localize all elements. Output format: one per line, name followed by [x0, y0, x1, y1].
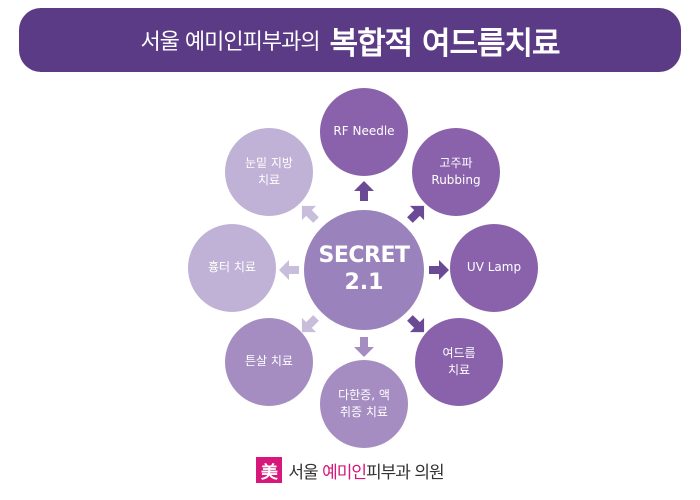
arrow-left-icon — [279, 260, 299, 280]
node-rf-needle-label: RF Needle — [333, 124, 395, 139]
clinic-name-part2: 예미인 — [322, 462, 367, 483]
arrow-right-icon — [429, 260, 449, 280]
node-acne: 여드름 치료 — [415, 318, 503, 406]
arrow-down-right-icon — [407, 315, 425, 333]
arrow-down-icon — [354, 337, 374, 357]
node-acne-label: 여드름 치료 — [442, 345, 476, 377]
node-hyperhidrosis-label: 다한증, 액 취증 치료 — [338, 387, 390, 419]
arrow-down-left-icon — [301, 315, 319, 333]
node-eye-fat: 눈밑 지방 치료 — [225, 128, 313, 216]
node-scar-label: 흉터 치료 — [208, 260, 256, 275]
node-scar: 흉터 치료 — [188, 224, 276, 312]
brand-logo-char: 美 — [260, 462, 278, 483]
node-hyperhidrosis: 다한증, 액 취증 치료 — [320, 360, 408, 448]
title-prefix: 서울 예미인피부과의 — [140, 30, 320, 55]
node-cracked-skin-label: 튼살 치료 — [245, 354, 293, 369]
title-banner: 서울 예미인피부과의 복합적 여드름치료 — [19, 8, 681, 72]
arrow-up-icon — [354, 181, 374, 201]
title-main: 복합적 여드름치료 — [329, 25, 561, 62]
clinic-name-part1: 서울 — [288, 462, 323, 483]
arrow-up-right-icon — [407, 205, 425, 223]
node-uv-lamp-label: UV Lamp — [466, 260, 522, 275]
clinic-name-part3: 피부과 의원 — [366, 462, 445, 483]
node-rubbing: 고주파 Rubbing — [412, 128, 500, 216]
clinic-name: 서울 예미인피부과 의원 — [288, 458, 445, 483]
center-node: SECRET 2.1 — [304, 210, 424, 330]
node-uv-lamp: UV Lamp — [450, 224, 538, 312]
node-cracked-skin: 튼살 치료 — [225, 318, 313, 406]
brand-logo-icon: 美 — [256, 457, 283, 483]
arrow-up-left-icon — [301, 205, 319, 223]
center-line2: 2.1 — [344, 270, 384, 295]
node-eye-fat-label: 눈밑 지방 치료 — [245, 155, 293, 187]
node-rf-needle: RF Needle — [320, 88, 408, 176]
node-rubbing-label: 고주파 Rubbing — [431, 155, 481, 187]
center-line1: SECRET — [318, 243, 411, 268]
footer-brand: 美 서울 예미인피부과 의원 — [0, 448, 700, 492]
